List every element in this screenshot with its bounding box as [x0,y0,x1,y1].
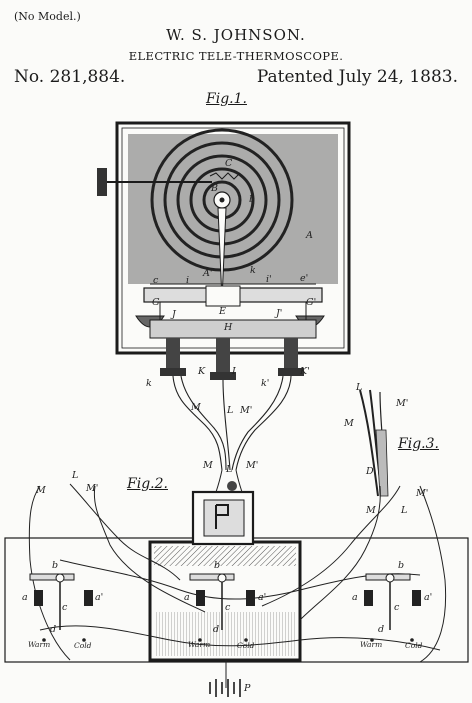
fig2-letter-L-right: L [401,505,408,516]
fig3-letter-L: L [356,382,363,393]
wire-label-L-lower: L [226,464,233,475]
fig3-drawing [359,389,389,497]
fig1-letter-J: J [172,309,176,320]
fig2-letter-M-prime-left: M' [86,483,99,494]
battery [209,679,241,697]
fig1-letter-i-prime: i' [266,274,272,285]
fig1-letter-k-prime: k' [261,378,270,389]
wire-label-M-prime-lower: M' [246,460,259,471]
fig1-letter-A: A [306,230,313,241]
fig3-label: Fig.3. [398,436,439,452]
wire-label-L: L [227,405,234,416]
fig1-letter-k: k [250,265,256,276]
fig1-drawing [97,121,351,380]
patent-date: Patented July 24, 1883. [256,67,458,87]
thermometer-right [364,573,421,642]
fig1-letter-E: E [219,306,226,317]
fig1-letter-k-left: k [146,378,152,389]
right-letter-c: c [394,602,400,613]
fig1-pointer [217,207,227,301]
fig2-letter-M-right: M [366,505,376,516]
fig1-letter-H: H [224,322,233,333]
fig1-letter-A-prime: A' [203,268,213,279]
left-label-cold: Cold [74,641,92,650]
fig1-letter-B: B [211,183,218,194]
no-model-note: (No Model.) [14,10,81,23]
fig2-letter-L-left: L [72,470,79,481]
wire-label-M: M [191,402,201,413]
right-letter-a-prime: a' [424,592,433,603]
left-letter-a: a [22,592,28,603]
center-letter-c: c [225,602,231,613]
fig1-letter-G: G [152,297,160,308]
left-letter-b: b [52,560,59,571]
left-label-warm: Warm [28,640,51,649]
wire-label-M-prime: M' [240,405,253,416]
inventor-name: W. S. JOHNSON. [166,26,306,44]
fig1-letter-e-prime: e' [300,273,309,284]
center-label-cold: Cold [237,641,255,650]
fig3-letter-M-prime: M' [396,398,409,409]
fig1-label: Fig.1. [206,91,247,107]
fig1-letter-I: I [232,366,236,377]
fig1-letter-C: C [225,158,233,169]
patent-number: No. 281,884. [14,67,126,87]
fig1-letter-K: K [198,366,206,377]
center-letter-a: a [184,592,190,603]
fig1-letter-c: c [153,275,159,286]
fig3-letter-D: D [366,466,374,477]
connecting-wires [172,375,292,471]
right-letter-d: d [378,624,385,635]
fig2-drawing [4,469,469,697]
fig1-letter-J-prime: J' [276,308,283,319]
fig1-letter-G-prime: G' [306,297,317,308]
battery-letter-P: P [244,683,251,694]
center-letter-b: b [214,560,221,571]
left-letter-a-prime: a' [95,592,104,603]
right-letter-a: a [352,592,358,603]
center-letter-a-prime: a' [258,592,267,603]
right-label-cold: Cold [405,641,423,650]
thermometer-center [189,573,255,642]
fig1-letter-K-prime: K' [300,366,310,377]
right-label-warm: Warm [360,640,383,649]
fig2-letter-M-prime-right: M' [416,488,429,499]
fig1-letter-b: b [249,194,256,205]
left-letter-c: c [62,602,68,613]
center-letter-d: d [213,624,220,635]
fig1-letter-i: i [186,275,190,286]
fig3-letter-M: M [344,418,354,429]
fig1-knob [97,168,107,196]
thermometer-left [29,573,93,642]
fig2-letter-M-left: M [36,485,46,496]
left-letter-d: d [50,624,57,635]
invention-title: ELECTRIC TELE-THERMOSCOPE. [128,49,344,63]
wire-label-M-lower: M [203,460,213,471]
right-letter-b: b [398,560,405,571]
fig2-label: Fig.2. [127,476,168,492]
center-label-warm: Warm [188,640,211,649]
